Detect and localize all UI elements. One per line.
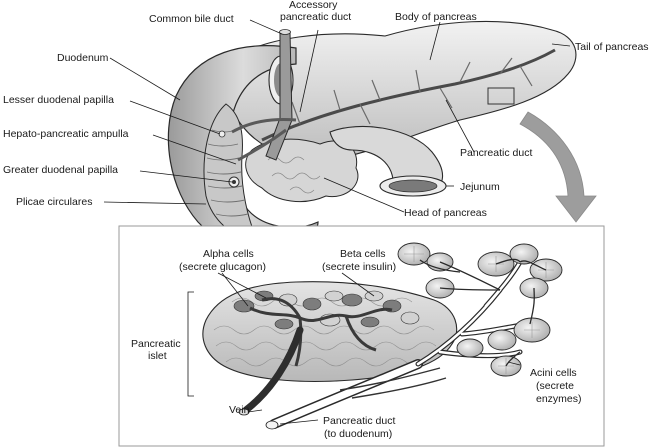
label-lesser-duodenal-papilla: Lesser duodenal papilla bbox=[3, 94, 114, 106]
beta-cells bbox=[278, 290, 420, 327]
zoom-arrow bbox=[519, 111, 597, 223]
islet-bracket bbox=[187, 291, 194, 397]
label-alpha-cells-line1: Alpha cells bbox=[203, 248, 254, 260]
vein-network bbox=[249, 297, 393, 367]
label-accessory-duct-line1: Accessory bbox=[289, 0, 338, 11]
label-acini-cells-line2: (secrete bbox=[536, 380, 574, 392]
label-body-of-pancreas: Body of pancreas bbox=[395, 11, 477, 23]
label-pancreatic-duct: Pancreatic duct bbox=[460, 147, 532, 159]
label-jejunum: Jejunum bbox=[460, 181, 500, 193]
label-common-bile-duct: Common bile duct bbox=[149, 13, 234, 25]
label-pancreatic-islet-line1: Pancreatic bbox=[131, 338, 181, 350]
label-alpha-cells-line2: (secrete glucagon) bbox=[179, 261, 266, 273]
alpha-cells bbox=[233, 290, 402, 330]
label-head-of-pancreas: Head of pancreas bbox=[404, 207, 487, 219]
label-duodenum: Duodenum bbox=[57, 52, 109, 64]
pancreatic-duct-upper bbox=[261, 48, 556, 142]
label-tail-of-pancreas: Tail of pancreas bbox=[575, 41, 649, 53]
label-pancreatic-duct-2-line2: (to duodenum) bbox=[324, 428, 392, 440]
label-vein: Vein bbox=[229, 404, 250, 416]
label-greater-duodenal-papilla: Greater duodenal papilla bbox=[3, 164, 118, 176]
label-accessory-duct-line2: pancreatic duct bbox=[280, 11, 351, 23]
label-acini-cells-line1: Acini cells bbox=[530, 367, 577, 379]
vein-tube bbox=[242, 326, 304, 414]
leader-lines bbox=[103, 19, 571, 425]
label-hepato-pancreatic-ampulla: Hepato-pancreatic ampulla bbox=[3, 128, 129, 140]
pancreas-head-shape bbox=[245, 138, 359, 202]
label-pancreatic-duct-2-line1: Pancreatic duct bbox=[323, 415, 395, 427]
label-plicae-circulares: Plicae circulares bbox=[16, 196, 92, 208]
inset-marker-box bbox=[487, 87, 515, 105]
label-beta-cells-line1: Beta cells bbox=[340, 248, 386, 260]
label-acini-cells-line3: enzymes) bbox=[536, 393, 582, 405]
label-beta-cells-line2: (secrete insulin) bbox=[322, 261, 396, 273]
label-pancreatic-islet-line2: islet bbox=[148, 350, 167, 362]
